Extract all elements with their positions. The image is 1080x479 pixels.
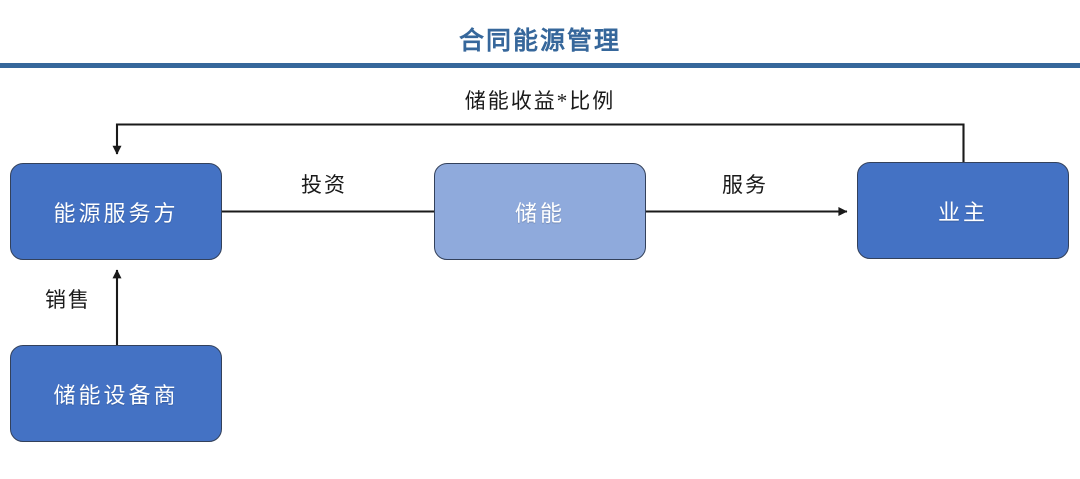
diagram-connectors-layer [112,123,965,345]
node-energy-storage-label: 储能 [514,200,565,226]
title-divider-rule [0,63,1080,68]
page-header: 合同能源管理 [0,0,1080,68]
edge-label-service: 服务 [722,173,768,197]
edge-label-storage-revenue-ratio: 储能收益*比例 [464,89,616,113]
node-owner-label: 业主 [937,199,988,225]
node-storage-equipment-supplier-label: 储能设备商 [53,382,179,408]
node-storage-equipment-supplier[interactable]: 储能设备商 [10,345,222,442]
edge-label-sales: 销售 [45,288,91,312]
contract-energy-management-diagram: 能源服务方 储能 业主 储能设备商 储能收益*比例 投资 服务 销售 [0,68,1080,479]
node-energy-service-provider[interactable]: 能源服务方 [10,163,222,260]
node-owner[interactable]: 业主 [857,162,1069,259]
edge-label-investment: 投资 [301,173,347,197]
node-energy-service-provider-label: 能源服务方 [53,200,179,226]
edge-owner-to-energy-service [112,123,965,162]
page-title: 合同能源管理 [458,28,621,55]
node-energy-storage[interactable]: 储能 [434,163,646,260]
